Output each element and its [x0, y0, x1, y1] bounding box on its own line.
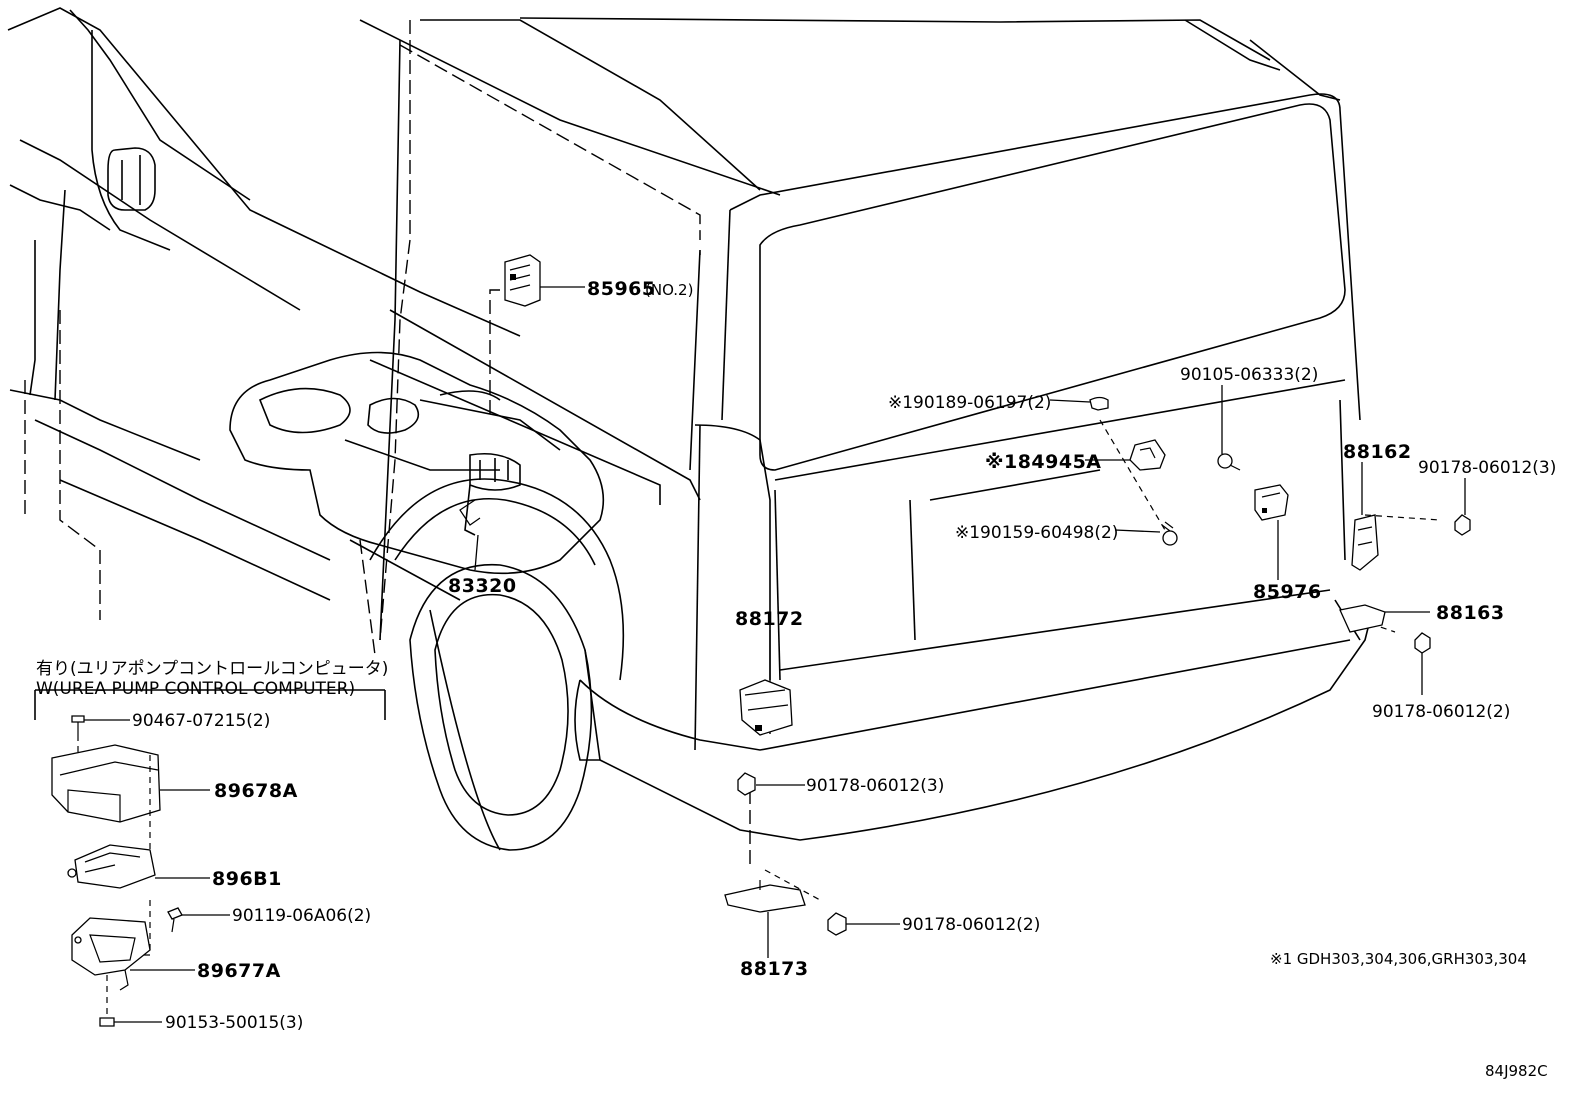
label-88163[interactable]: 88163 [1436, 602, 1505, 624]
label-88172[interactable]: 88172 [735, 608, 804, 630]
group-title-jp: 有り(ユリアポンプコントロールコンピュータ) [36, 659, 388, 679]
part-90105-screw[interactable] [1217, 385, 1241, 471]
assembly-dash-lines [24, 20, 1441, 901]
label-88173[interactable]: 88173 [740, 958, 809, 980]
label-89677A[interactable]: 89677A [197, 960, 281, 982]
part-83320[interactable] [474, 534, 479, 571]
label-88162[interactable]: 88162 [1343, 441, 1412, 463]
part-88162[interactable] [1351, 462, 1379, 571]
label-90178-c[interactable]: 90178-06012(3) [806, 776, 944, 796]
label-83320[interactable]: 83320 [448, 575, 517, 597]
label-90178-b[interactable]: 90178-06012(2) [1372, 702, 1510, 722]
label-90153[interactable]: 90153-50015(3) [165, 1013, 303, 1033]
part-90159-screw[interactable] [1114, 521, 1178, 546]
part-90178-nut-bottom[interactable] [827, 912, 900, 936]
urea-pump-group [34, 689, 386, 1027]
label-85976[interactable]: 85976 [1253, 581, 1322, 603]
label-90467[interactable]: 90467-07215(2) [132, 711, 270, 731]
label-896B1[interactable]: 896B1 [212, 868, 282, 890]
part-90119-bolt[interactable] [167, 907, 230, 933]
part-896B1-computer[interactable] [67, 844, 210, 889]
part-89677A-bracket[interactable] [71, 917, 195, 991]
vehicle-body-outline [7, 7, 1371, 851]
label-90105[interactable]: 90105-06333(2) [1180, 365, 1318, 385]
label-85965-sub: (NO.2) [645, 281, 693, 299]
label-90119[interactable]: 90119-06A06(2) [232, 906, 371, 926]
part-84945A[interactable] [1085, 439, 1166, 471]
part-85976[interactable] [1254, 484, 1289, 580]
label-90178-a[interactable]: 90178-06012(3) [1418, 458, 1556, 478]
part-90467-bolt[interactable] [71, 715, 130, 755]
part-88172[interactable] [739, 630, 793, 736]
label-85965[interactable]: 85965 [587, 278, 656, 300]
part-88173[interactable] [724, 880, 806, 958]
diagram-reference: 84J982C [1485, 1062, 1548, 1080]
applicability-footnote: ※1 GDH303,304,306,GRH303,304 [1270, 950, 1527, 968]
label-89678A[interactable]: 89678A [214, 780, 298, 802]
part-90178-nut-right-bottom[interactable] [1414, 632, 1431, 695]
label-90189[interactable]: ※190189-06197(2) [888, 393, 1051, 413]
fuel-tank [229, 351, 605, 575]
label-90159[interactable]: ※190159-60498(2) [955, 523, 1118, 543]
label-84945A[interactable]: ※184945A [985, 451, 1102, 473]
part-88163[interactable] [1339, 604, 1430, 633]
part-89678A-cover[interactable] [51, 744, 210, 823]
part-90178-nut-center[interactable] [737, 772, 805, 796]
part-90153-bolt[interactable] [99, 975, 162, 1027]
part-90178-nut-right-top[interactable] [1454, 478, 1471, 536]
part-90189-clip[interactable] [1049, 396, 1109, 411]
group-title-en: W(UREA PUMP CONTROL COMPUTER) [36, 679, 355, 699]
label-90178-d[interactable]: 90178-06012(2) [902, 915, 1040, 935]
part-labels: 85965 (NO.2) 83320 88172 88173 88162 881… [36, 278, 1556, 1080]
part-85965[interactable] [504, 254, 585, 307]
